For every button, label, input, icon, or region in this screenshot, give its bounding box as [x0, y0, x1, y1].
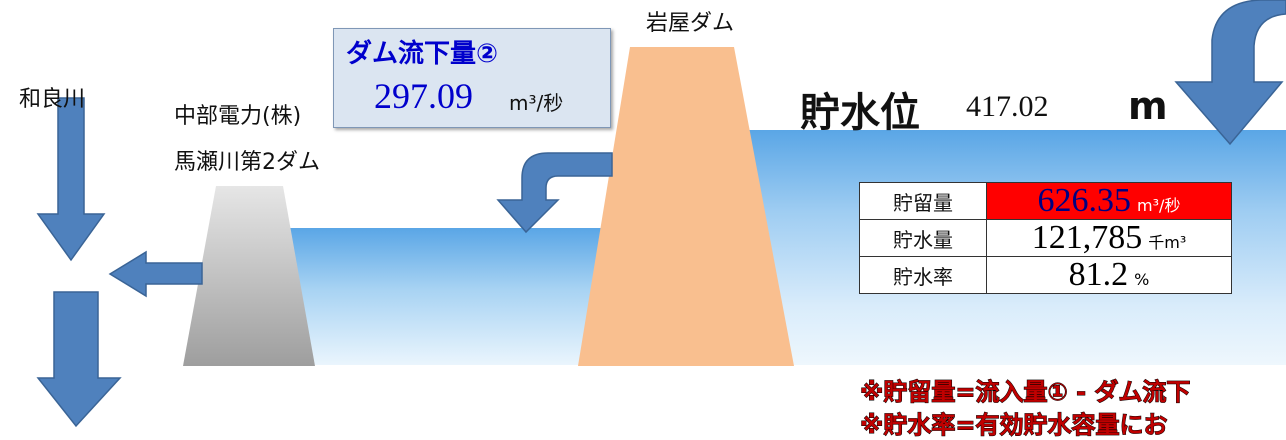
storage-volume-cell: 121,785 千m³: [986, 219, 1232, 257]
dam-outflow-unit: m³/秒: [509, 91, 564, 115]
storage-ratio-unit: %: [1134, 270, 1150, 289]
table-row: 貯留量 626.35 m³/秒: [859, 182, 1232, 220]
storage-volume-label: 貯水量: [859, 219, 987, 257]
upstream-dam-operator-label: 中部電力(株): [174, 104, 302, 129]
water-level-unit: m: [1128, 84, 1168, 128]
dam-outflow-panel: ダム流下量② 297.09 m³/秒: [333, 28, 611, 128]
dam-outflow-value: 297.09: [374, 76, 473, 116]
upstream-dam: [183, 186, 315, 366]
storage-volume-unit: 千m³: [1148, 233, 1187, 252]
water-level-label: 貯水位: [800, 90, 920, 136]
down-arrow-icon: [36, 97, 106, 262]
storage-rate-unit: m³/秒: [1137, 196, 1181, 215]
storage-ratio-label: 貯水率: [859, 256, 987, 294]
downstream-arrow-icon: [36, 291, 122, 428]
curved-outflow-arrow-icon: [496, 152, 613, 234]
water-level-value: 417.02: [966, 90, 1049, 123]
ratio-note: ※貯水率=有効貯水容量にお: [859, 411, 1168, 440]
dam-outflow-title: ダム流下量②: [346, 39, 499, 69]
storage-note: ※貯留量=流入量① - ダム流下: [859, 378, 1191, 407]
storage-ratio-cell: 81.2%: [986, 256, 1232, 294]
left-arrow-icon: [108, 250, 203, 298]
reservoir-stats-table: 貯留量 626.35 m³/秒 貯水量 121,785 千m³ 貯水率 81.2%: [859, 182, 1232, 294]
table-row: 貯水量 121,785 千m³: [859, 219, 1232, 257]
river-label: 和良川: [19, 87, 86, 112]
main-dam-label: 岩屋ダム: [646, 11, 735, 36]
storage-volume-value: 121,785: [1031, 219, 1143, 256]
storage-rate-cell: 626.35 m³/秒: [986, 182, 1232, 220]
inflow-arrow-icon: [1174, 0, 1286, 146]
iwaya-dam: [578, 47, 794, 366]
storage-ratio-value: 81.2: [1068, 256, 1129, 293]
storage-rate-label: 貯留量: [859, 182, 987, 220]
upstream-dam-name-label: 馬瀬川第2ダム: [174, 150, 320, 175]
storage-rate-value: 626.35: [1037, 182, 1132, 219]
table-row: 貯水率 81.2%: [859, 256, 1232, 294]
downstream-water: [280, 228, 620, 365]
